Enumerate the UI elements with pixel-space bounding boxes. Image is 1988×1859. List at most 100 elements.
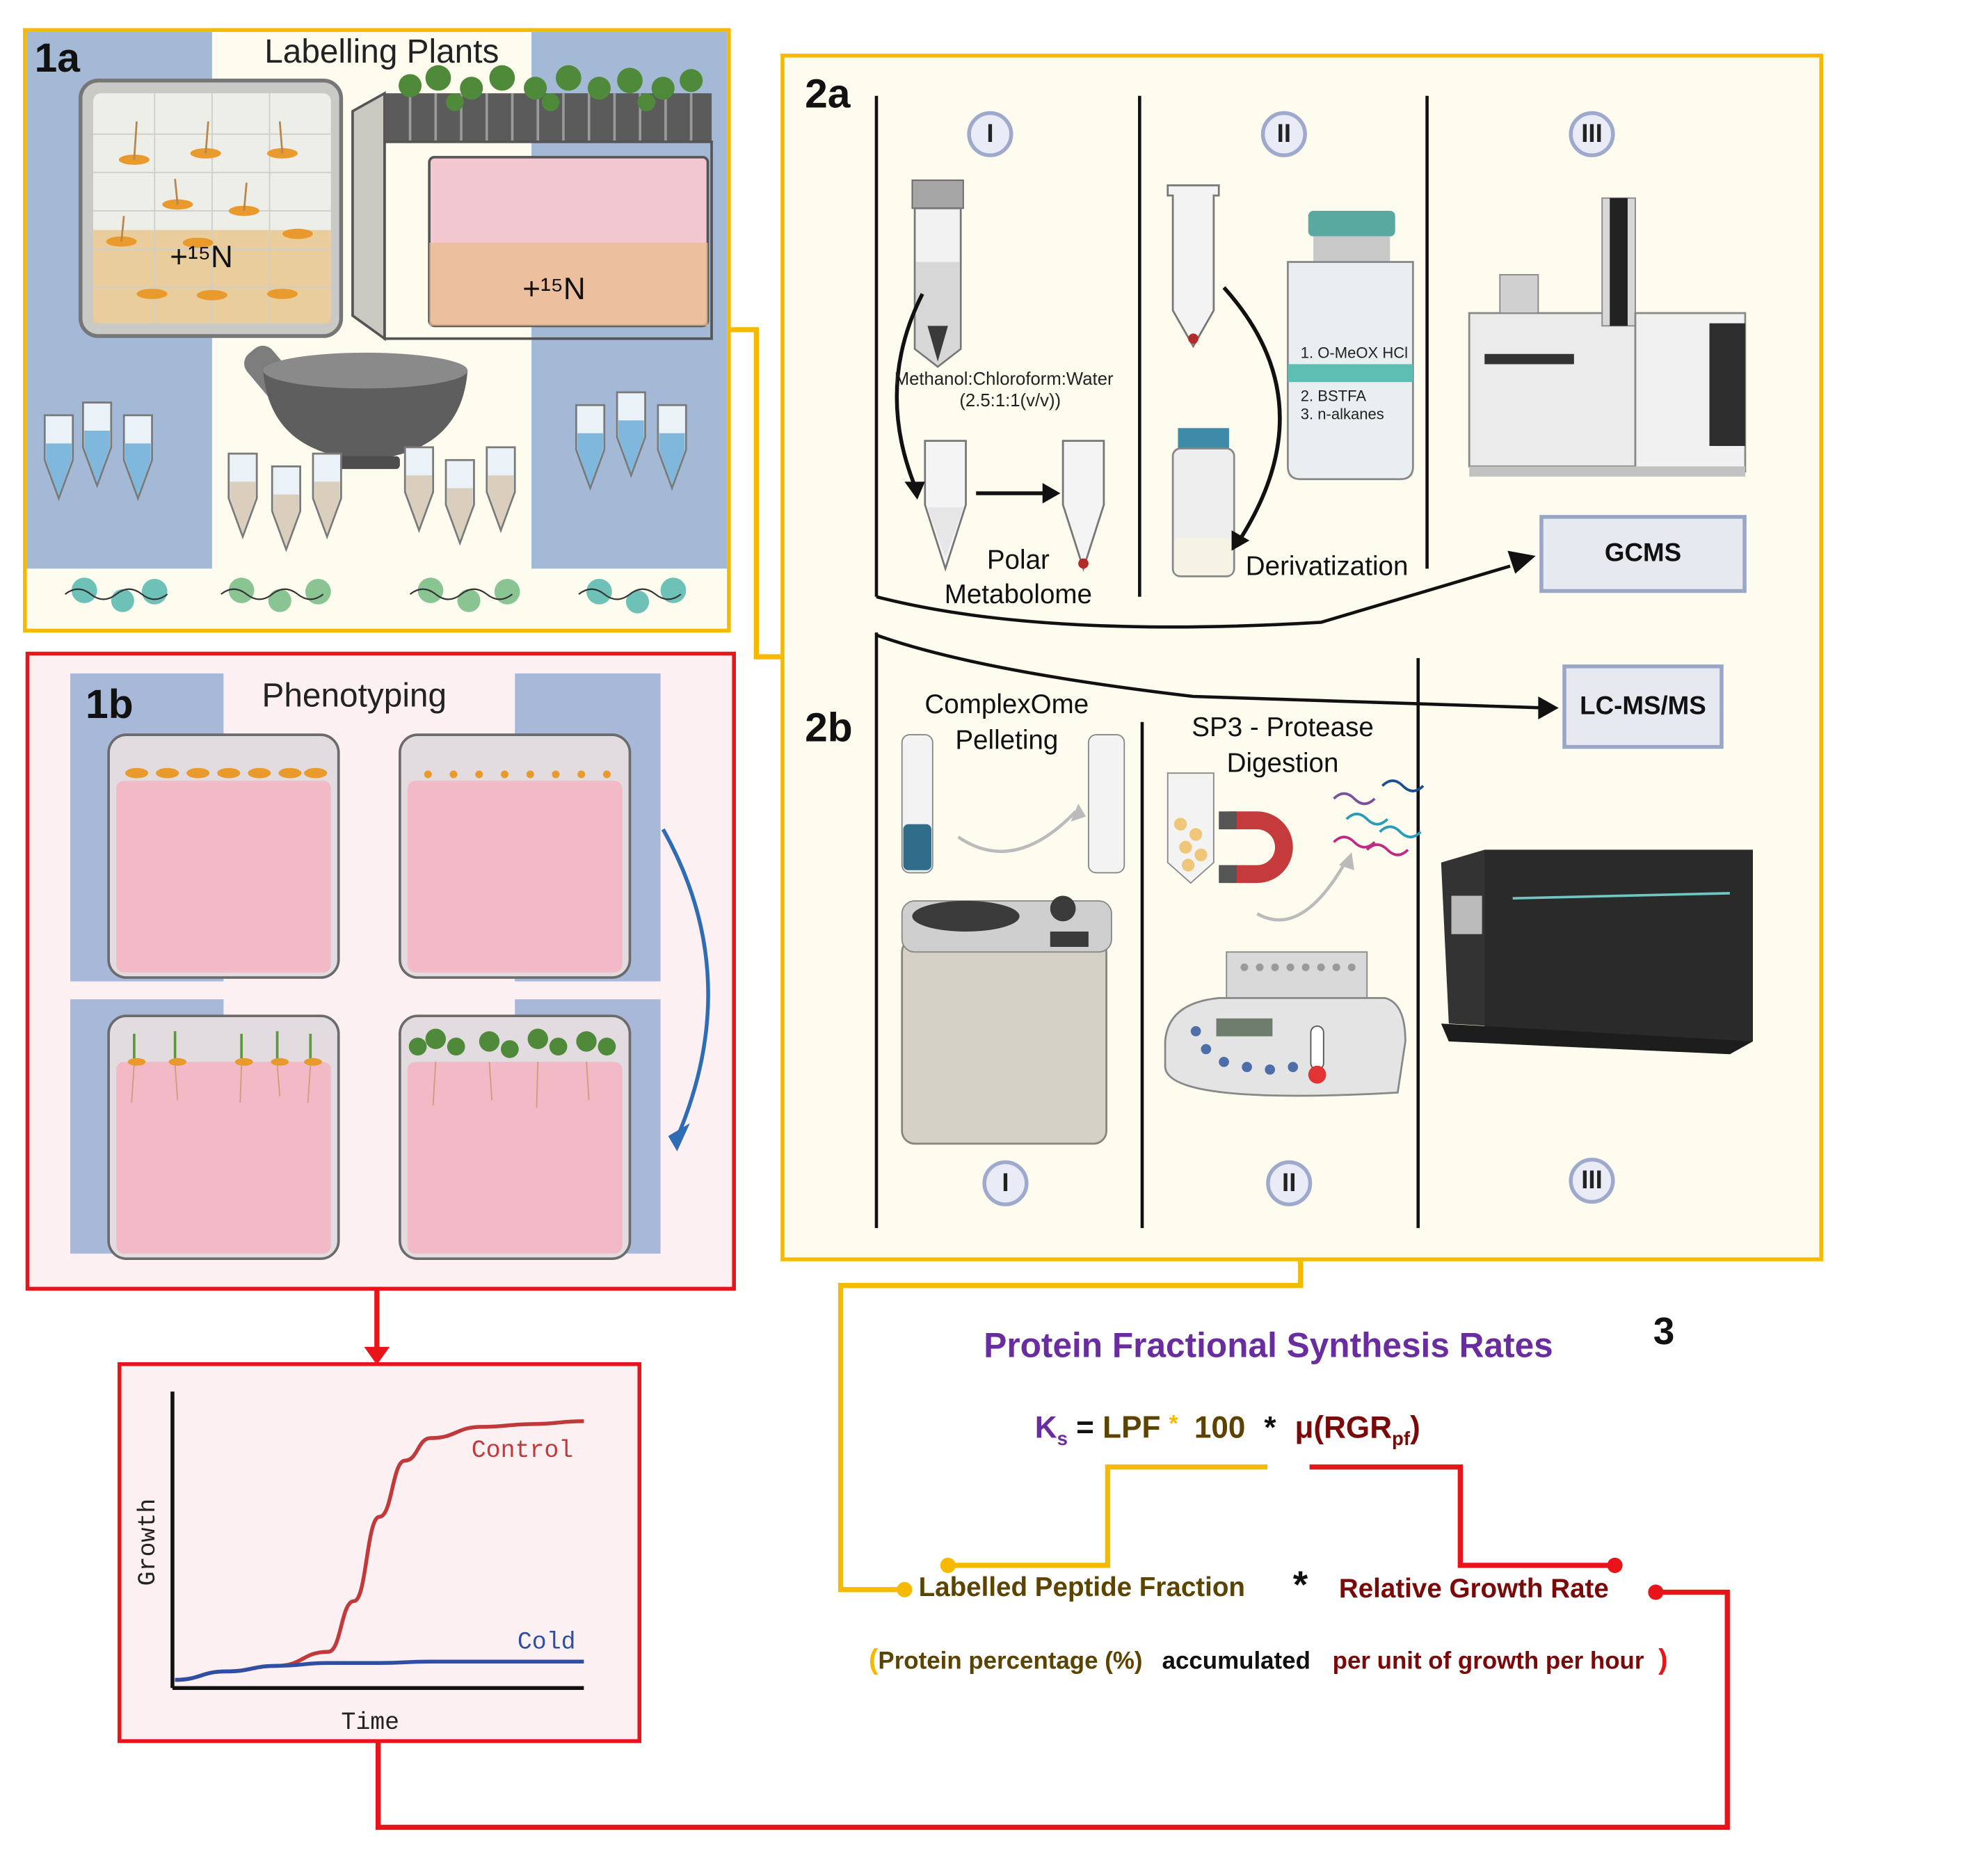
derivatization-arrow-icon: [1222, 286, 1282, 551]
hundred: 100: [1194, 1410, 1246, 1446]
panel-2: 2a 2b: [780, 54, 1823, 1261]
step-marker-2a-3: III: [1569, 111, 1615, 157]
ks-symbol: K: [1034, 1410, 1057, 1446]
protein-icons: [64, 577, 687, 614]
growth-box-stage-4-icon: [399, 1014, 632, 1260]
agar-plate-icon: [78, 78, 344, 338]
panel-label-1b: 1b: [86, 680, 134, 728]
polar-label-line-1: Polar: [986, 545, 1050, 575]
tubes-icon: [43, 391, 687, 552]
centrifuge-icon: [901, 895, 1112, 1145]
panel-label-3: 3: [1653, 1311, 1675, 1354]
sp3-line-2: Digestion: [1226, 749, 1339, 779]
connector-rgr-bracket: [1309, 1464, 1615, 1568]
panel-label-1a: 1a: [34, 34, 80, 81]
lpf-full-label: Labelled Peptide Fraction: [918, 1572, 1245, 1603]
panel-label-2b: 2b: [805, 704, 853, 751]
x-axis-label: Time: [341, 1709, 399, 1737]
solvent-ratio: (2.5:1:1(v/v)): [959, 390, 1061, 410]
connector-1b-to-chart: [364, 1288, 390, 1365]
complexome-pelleting-label: ComplexOme Pelleting: [904, 687, 1109, 759]
reagent-2: 2. BSTFA: [1300, 387, 1367, 406]
lpf-abbrev: LPF: [1103, 1410, 1161, 1446]
note-part-3: per unit of growth per hour: [1332, 1648, 1644, 1675]
lcms-box: LC-MS/MS: [1562, 664, 1724, 749]
mu-subscript: pf: [1392, 1428, 1411, 1451]
step-marker-2a-1: I: [967, 111, 1013, 157]
multiply-2: *: [1264, 1410, 1276, 1446]
peptides-icon: [1333, 779, 1425, 856]
step-marker-2b-1: I: [982, 1160, 1029, 1206]
sp3-digestion-label: SP3 - Protease Digestion: [1174, 710, 1391, 782]
lcms-instrument-icon: [1441, 849, 1753, 1055]
note-part-2: accumulated: [1162, 1648, 1310, 1675]
derivatization-vials-icon: [1167, 184, 1414, 577]
labelling-illustration: [43, 65, 713, 614]
paren-open: (: [868, 1643, 879, 1675]
complexome-line-2: Pelleting: [955, 726, 1059, 756]
magnetic-beads-icon: [1167, 772, 1354, 922]
mu-close: ): [1410, 1410, 1420, 1446]
multiply-3: *: [1292, 1564, 1308, 1606]
mu-rgr: μ(RGR: [1294, 1410, 1393, 1446]
multiply-1: *: [1169, 1410, 1178, 1437]
workflow-illustration: [874, 95, 1747, 1229]
solvent-label: Methanol:Chloroform:Water: [894, 367, 1114, 389]
panel-label-2a: 2a: [805, 70, 851, 117]
ultracentrifuge-tubes-icon: [901, 734, 1125, 874]
arrow-to-gcms-icon: [1507, 550, 1536, 574]
growth-chart-panel: Control Cold Time Growth: [117, 1362, 642, 1744]
growth-box-stage-3-icon: [107, 1014, 340, 1260]
phenotyping-title-bg: [223, 673, 515, 730]
sp3-line-1: SP3 - Protease: [1192, 712, 1374, 743]
connector-2-to-lpf: [837, 1259, 1304, 1593]
units-note: (Protein percentage (%) accumulated per …: [869, 1643, 1668, 1677]
dividers-2a: [874, 95, 1511, 629]
extraction-arrows-icon: [895, 293, 1048, 495]
connector-1a-to-2: [730, 327, 781, 660]
growth-box-stage-2-icon: [399, 733, 632, 979]
step-marker-2a-2: II: [1260, 111, 1307, 157]
series-label-control: Control: [472, 1437, 574, 1465]
step-marker-2b-3: III: [1569, 1158, 1615, 1204]
ks-subscript: s: [1057, 1428, 1068, 1451]
time-progression-arrow-icon: [661, 828, 710, 1151]
paren-close: ): [1658, 1643, 1668, 1675]
reagent-list: 1. O-MeOX HCl 2. BSTFA 3. n-alkanes: [1301, 344, 1408, 423]
extraction-tubes-icon: [911, 179, 1105, 572]
reagent-3: 3. n-alkanes: [1300, 405, 1384, 423]
arrow-to-lcms-icon: [1538, 696, 1559, 720]
phenotyping-center-gap: [70, 981, 661, 1000]
rgr-full-label: Relative Growth Rate: [1338, 1574, 1609, 1604]
isotope-label-box: +¹⁵N: [522, 272, 586, 307]
mortar-pestle-icon: [244, 345, 468, 470]
ks-equation: Ks = LPF * 100 * μ(RGRpf): [1035, 1411, 1420, 1451]
note-part-1: Protein percentage (%): [878, 1648, 1143, 1675]
panel-title-1b: Phenotyping: [262, 676, 447, 715]
panel-title-1a: Labelling Plants: [264, 31, 499, 71]
polar-label-line-2: Metabolome: [944, 580, 1092, 610]
phenotyping-illustration: [107, 733, 710, 1260]
growth-box-stage-1-icon: [107, 733, 340, 979]
polar-metabolome-label: Polar Metabolome: [935, 543, 1101, 612]
panel-1b: 1b Phenotyping: [25, 651, 736, 1291]
step-marker-2b-2: II: [1266, 1160, 1313, 1206]
equals-sign: =: [1076, 1410, 1094, 1446]
connector-chart-to-rgr: [375, 1589, 1730, 1830]
connector-lpf-bracket: [947, 1464, 1268, 1568]
gcms-box: GCMS: [1539, 515, 1747, 593]
panel-1a: 1a Labelling Plants: [23, 28, 731, 633]
complexome-line-1: ComplexOme: [924, 689, 1089, 720]
y-axis-label: Growth: [135, 1499, 162, 1586]
derivatization-label: Derivatization: [1245, 552, 1409, 582]
proteomics-illustration: [901, 734, 1753, 1145]
series-label-cold: Cold: [518, 1629, 576, 1656]
dividers-2b: [874, 632, 1546, 1229]
growth-chart: Control Cold Time Growth: [135, 1391, 584, 1737]
gcms-instrument-icon: [1468, 197, 1747, 477]
thermomixer-icon: [1164, 951, 1406, 1097]
series-line-cold: [175, 1659, 584, 1682]
hydroponic-box-icon: [351, 65, 713, 342]
reagent-1: 1. O-MeOX HCl: [1300, 344, 1409, 362]
isotope-label-plate: +¹⁵N: [170, 240, 233, 275]
